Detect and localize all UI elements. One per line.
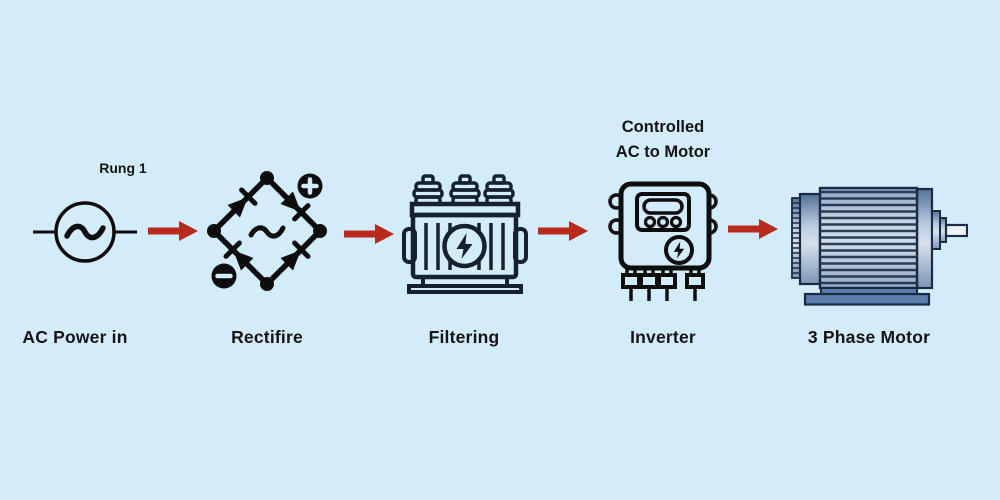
flow-arrow-3 bbox=[538, 221, 588, 241]
inverter-icon bbox=[608, 181, 718, 301]
diode-icons bbox=[223, 187, 311, 271]
plus-badge-icon bbox=[297, 173, 323, 199]
ac-source-icon bbox=[33, 201, 137, 263]
display-dot-icons bbox=[643, 215, 683, 229]
terminal-pin-icons bbox=[621, 266, 705, 301]
motor-fin-lines bbox=[820, 190, 917, 285]
motor-right-end-cap bbox=[915, 187, 934, 290]
bridge-rectifier-icon bbox=[207, 171, 327, 291]
ac-tilde-icon bbox=[248, 225, 286, 239]
flow-arrow-1 bbox=[148, 221, 198, 241]
bridge-corner-nodes bbox=[207, 171, 327, 291]
stage-label-inverter: Inverter bbox=[630, 327, 696, 347]
three-phase-motor-icon bbox=[791, 186, 968, 306]
rung-label: Rung 1 bbox=[99, 160, 147, 176]
motor-left-end-cap bbox=[798, 192, 822, 286]
bushing-icons bbox=[412, 174, 515, 206]
lightning-bolt-icon bbox=[456, 233, 473, 259]
stage-label-rectifier: Rectifire bbox=[231, 327, 303, 347]
stage-label-motor: 3 Phase Motor bbox=[807, 327, 931, 347]
inverter-caption-line1: Controlled bbox=[621, 118, 705, 136]
flow-arrow-2 bbox=[344, 224, 394, 244]
display-panel-icon bbox=[635, 192, 691, 232]
motor-shaft bbox=[944, 223, 968, 238]
minus-badge-icon bbox=[211, 263, 237, 289]
lightning-bolt-icon bbox=[673, 241, 685, 259]
flow-arrow-4 bbox=[728, 219, 778, 239]
shaft-hub-outer bbox=[931, 210, 941, 250]
stage-label-filtering: Filtering bbox=[428, 327, 500, 347]
motor-base-plate bbox=[803, 292, 931, 306]
inverter-caption-line2: AC to Motor bbox=[615, 143, 711, 161]
sine-wave-icon bbox=[64, 223, 106, 241]
stage-label-ac-power: AC Power in bbox=[22, 327, 128, 347]
inverter-caption: Controlled AC to Motor bbox=[616, 115, 710, 165]
transformer-icon bbox=[402, 174, 528, 294]
